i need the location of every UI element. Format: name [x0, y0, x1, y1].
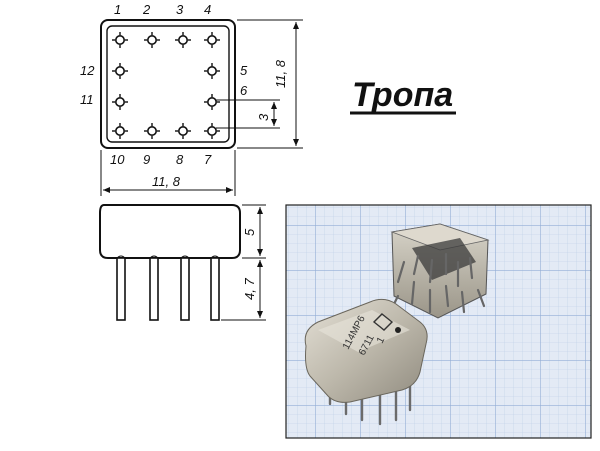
- pin-pad: [175, 32, 191, 48]
- package-outline-inner: [106, 25, 230, 143]
- pin-pad: [204, 94, 220, 110]
- package-outline-outer: [100, 19, 236, 149]
- pin-label-11: 11: [80, 92, 94, 107]
- dimension-height: 11, 8: [237, 19, 303, 149]
- dimension-width: 11, 8: [100, 150, 236, 196]
- pin-pad: [112, 123, 128, 139]
- product-photo: 114МР6 6711 1: [285, 204, 592, 439]
- pin1-marker: [395, 327, 401, 333]
- pin-pad: [204, 63, 220, 79]
- photo-frame: [285, 204, 592, 439]
- pin-pad: [175, 123, 191, 139]
- pin-label-1: 1: [114, 2, 121, 17]
- lead-3: [180, 257, 190, 321]
- dimension-pitch: 3: [216, 99, 280, 129]
- side-view-drawing: 5 4, 7: [99, 204, 266, 321]
- pin-pad: [144, 123, 160, 139]
- pin-label-5: 5: [240, 63, 248, 78]
- lead-2: [149, 257, 159, 321]
- leads: [116, 255, 220, 321]
- marking-grade: 1: [375, 335, 388, 345]
- dimension-pitch-label: 3: [256, 113, 271, 121]
- pin-label-9: 9: [143, 152, 150, 167]
- brand-name: Тропа: [352, 76, 453, 114]
- pin-pad: [112, 63, 128, 79]
- pin-label-4: 4: [204, 2, 211, 17]
- pin-pad: [204, 123, 220, 139]
- pin-label-12: 12: [80, 63, 95, 78]
- dimension-height-label: 11, 8: [273, 59, 288, 88]
- pin-pad: [112, 32, 128, 48]
- pin-label-10: 10: [110, 152, 125, 167]
- dimension-width-label: 11, 8: [152, 174, 181, 189]
- pin-pad: [204, 32, 220, 48]
- pin-label-8: 8: [176, 152, 184, 167]
- brand-logo: Тропа: [350, 76, 456, 115]
- pin-grid: [112, 32, 220, 139]
- marking-logo: [372, 313, 394, 331]
- lead-1: [116, 257, 126, 321]
- relay-top: 114МР6 6711 1: [304, 298, 428, 426]
- lead-4: [210, 257, 220, 321]
- pin-label-2: 2: [142, 2, 151, 17]
- top-view-drawing: 1 2 3 4 10 9 8 7 12 11 5 6 11, 8 11, 8: [80, 2, 303, 196]
- relay-underside: [388, 223, 490, 319]
- dimension-body-label: 5: [242, 228, 257, 236]
- pin-pad: [112, 94, 128, 110]
- pin-label-7: 7: [204, 152, 212, 167]
- pin-label-6: 6: [240, 83, 248, 98]
- package-body-side: [99, 204, 241, 259]
- dimension-body-height: 5: [242, 204, 266, 259]
- dimension-lead-length: 4, 7: [221, 260, 266, 321]
- pin-pad: [144, 32, 160, 48]
- dimension-lead-label: 4, 7: [242, 278, 257, 300]
- pin-label-3: 3: [176, 2, 184, 17]
